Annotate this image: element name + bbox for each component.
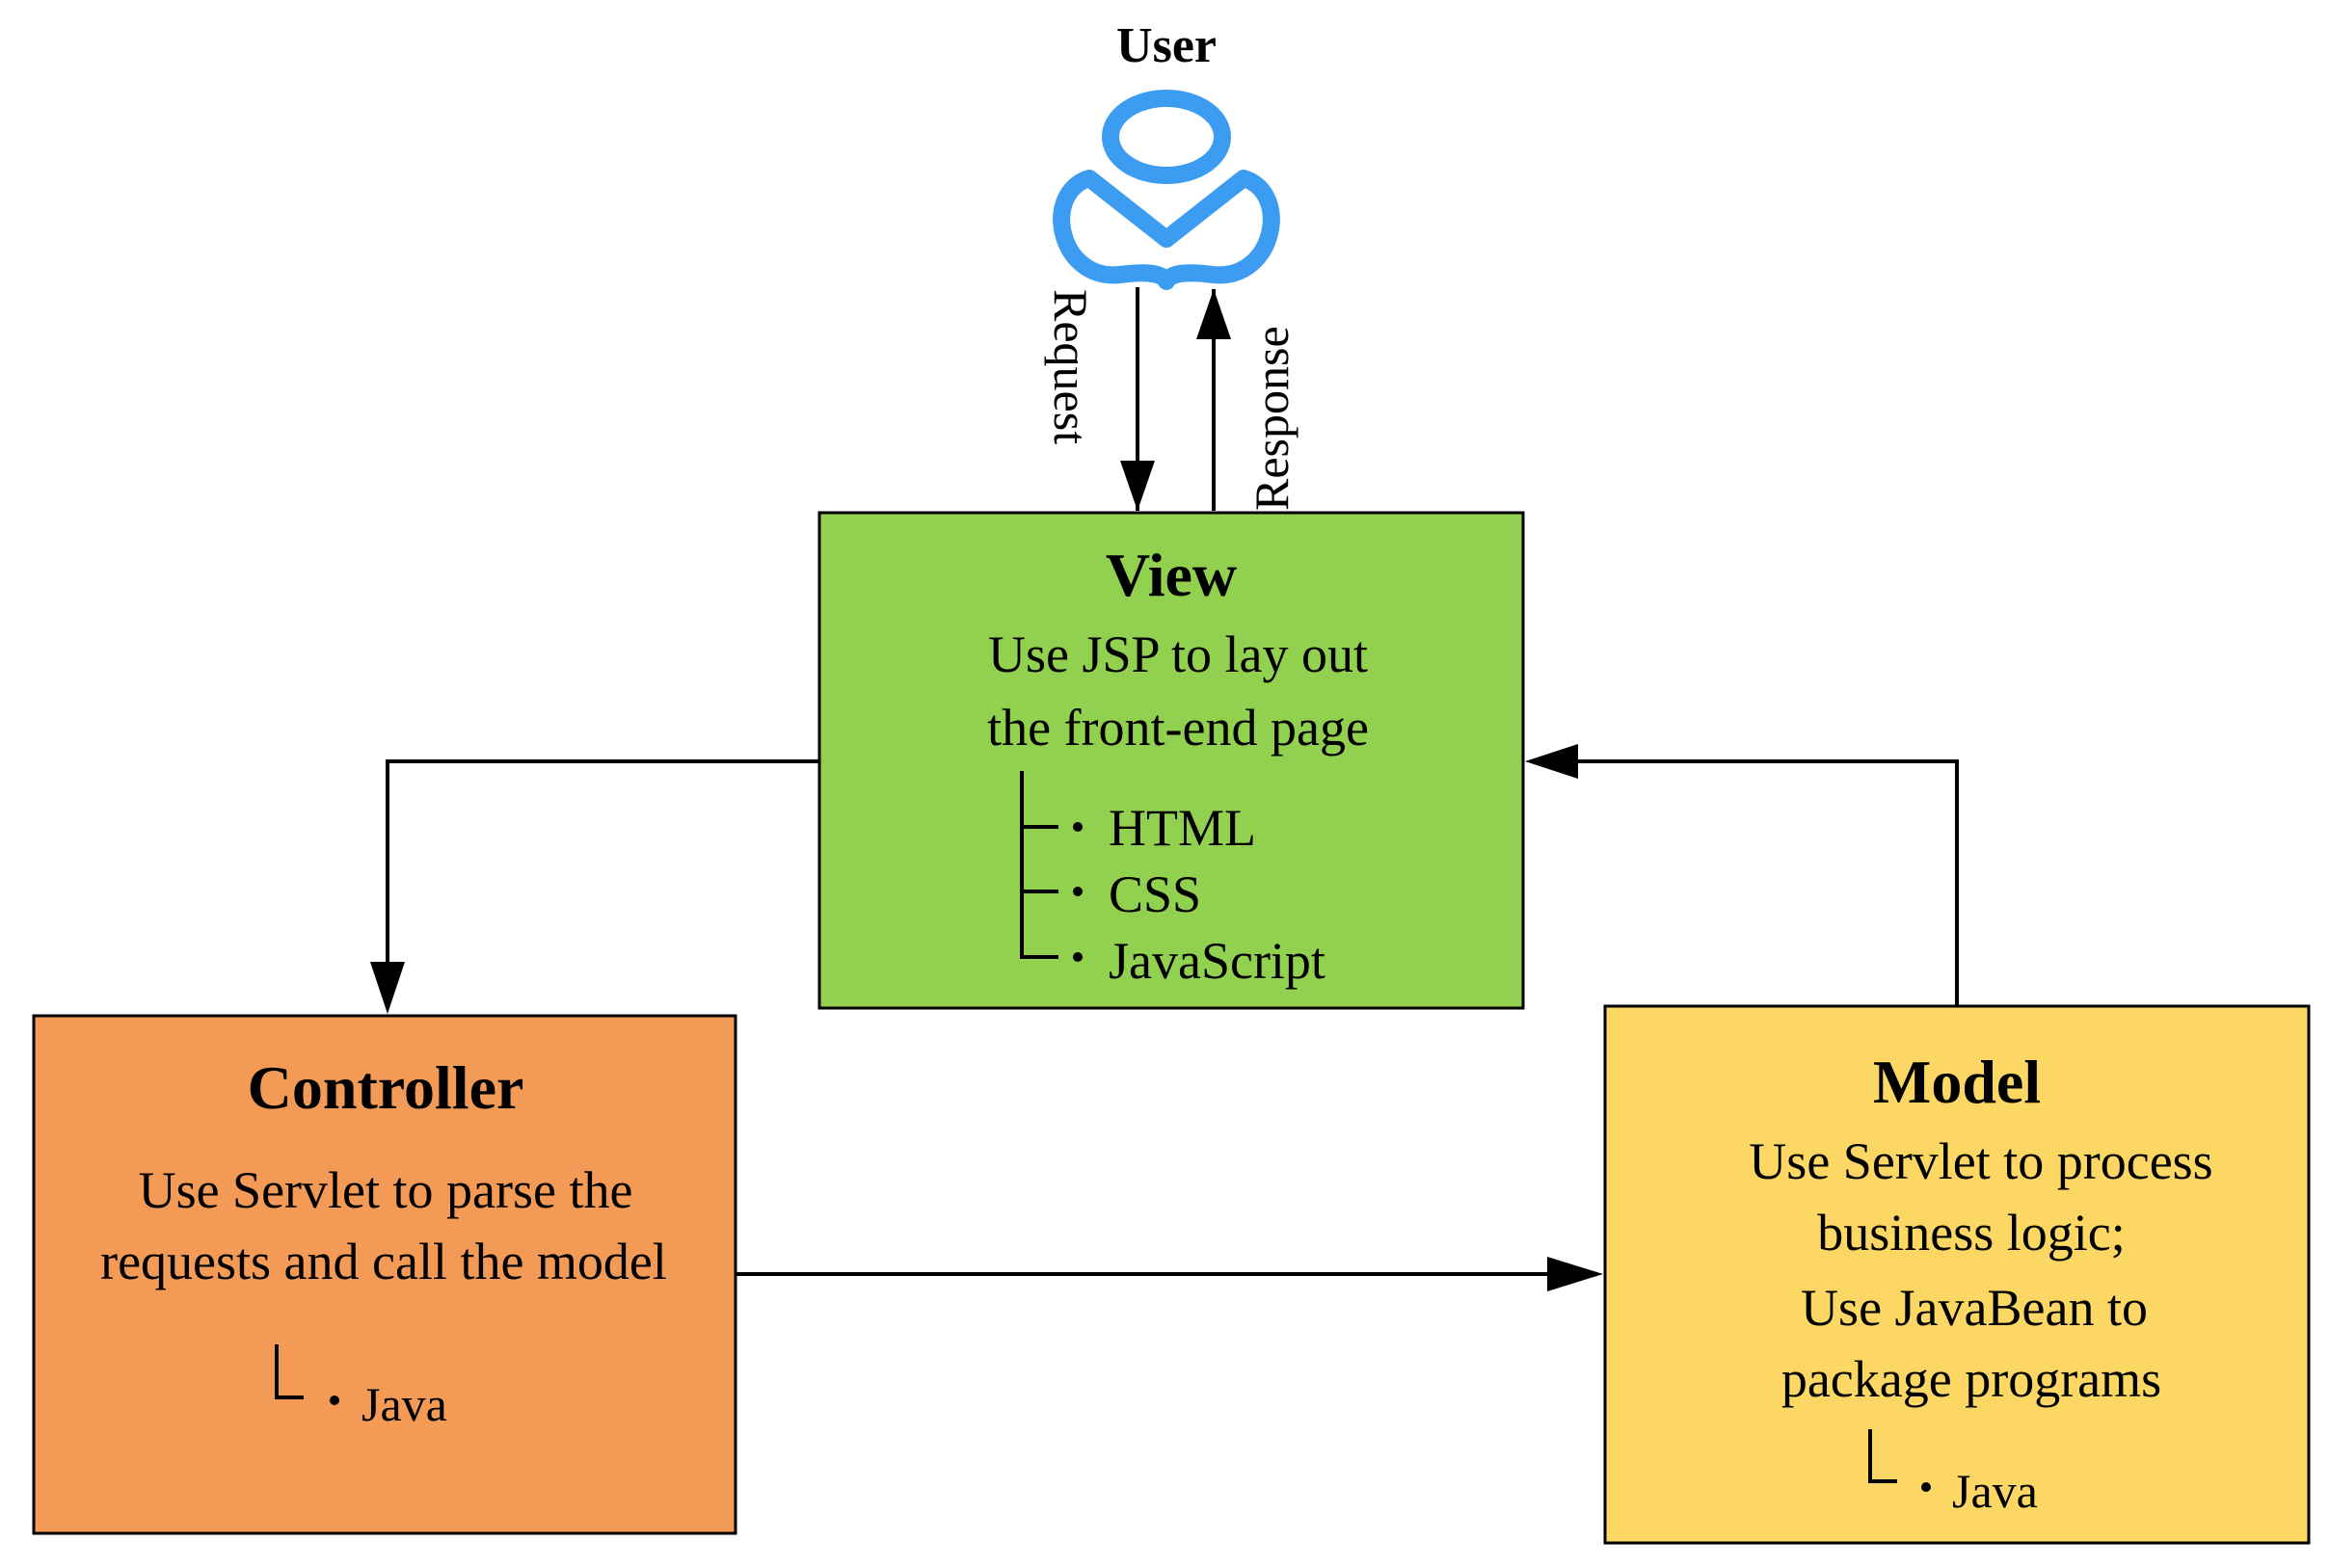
view-item-bullets [1073, 822, 1083, 962]
response-label: Response [1245, 326, 1298, 511]
model-desc-line1: Use Servlet to process [1749, 1132, 2213, 1190]
controller-box [32, 1014, 737, 1535]
model-to-view-arrowhead [1525, 744, 1578, 779]
view-to-controller-arrowhead [370, 962, 405, 1014]
model-desc-line3: Use JavaBean to [1801, 1279, 2148, 1337]
controller-desc-line1: Use Servlet to parse the [138, 1161, 633, 1219]
user-label: User [1116, 18, 1217, 73]
view-box [817, 511, 1525, 1010]
view-items-tree [1020, 771, 1058, 959]
model-item-bullet [1921, 1482, 1931, 1492]
controller-title: Controller [247, 1053, 524, 1122]
response-arrowhead [1196, 289, 1231, 339]
model-item-java: Java [1952, 1464, 2038, 1518]
model-items-tree [1868, 1429, 1897, 1483]
controller-item-java: Java [361, 1377, 447, 1431]
model-to-view-arrow [1576, 759, 1959, 1006]
controller-item-bullet [330, 1395, 339, 1405]
view-desc-line1: Use JSP to lay out [987, 625, 1369, 683]
view-item-html: HTML [1109, 799, 1256, 857]
model-desc-line2: business logic; [1817, 1204, 2126, 1262]
request-arrowhead [1120, 461, 1155, 511]
user-icon [1053, 90, 1280, 290]
view-title: View [1105, 541, 1238, 609]
controller-items-tree [275, 1344, 304, 1399]
controller-desc-line2: requests and call the model [100, 1233, 667, 1290]
view-to-controller-arrow [386, 759, 819, 964]
model-desc-line4: package programs [1780, 1350, 2162, 1408]
controller-to-model-arrowhead [1547, 1257, 1603, 1291]
view-item-css: CSS [1109, 865, 1202, 923]
request-label: Request [1044, 289, 1098, 445]
model-title: Model [1872, 1048, 2042, 1116]
view-desc-line2: the front-end page [987, 699, 1369, 757]
view-item-javascript: JavaScript [1109, 932, 1325, 990]
